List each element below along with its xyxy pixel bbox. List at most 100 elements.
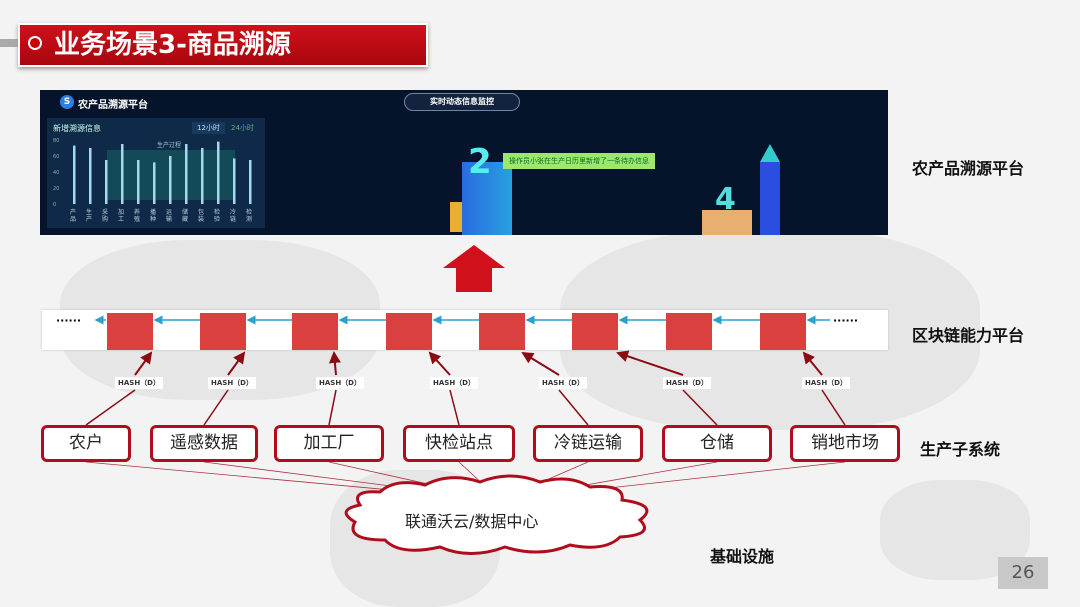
x-tick-label: 购 [102, 215, 108, 223]
x-tick-label: 殖 [134, 215, 140, 223]
building-number-4: 4 [715, 182, 736, 217]
x-tick-label: 储 [182, 208, 188, 216]
x-tick-label: 品 [70, 216, 76, 223]
hash-label: HASH（D） [115, 377, 163, 389]
x-tick-label: 产 [70, 208, 76, 216]
subsystem-link [558, 389, 589, 426]
x-tick-label: 采 [102, 208, 108, 216]
y-tick-label: 40 [53, 170, 59, 176]
hash-arrow [227, 351, 246, 376]
chain-block [479, 313, 525, 350]
bar [137, 160, 140, 204]
building-number-2: 2 [468, 142, 492, 182]
operator-figure [450, 202, 462, 232]
subsystem-link [203, 389, 229, 426]
notification-bubble: 操作员小张在生产日历里新增了一条待办信息 [503, 153, 655, 169]
blockchain-strip [42, 310, 888, 350]
subsystem-box: 冷链运输 [533, 425, 643, 462]
title-pin [0, 39, 34, 47]
hash-label: HASH（D） [208, 377, 256, 389]
tab-12h[interactable]: 12小时 [192, 122, 225, 134]
title-dot-icon [28, 36, 42, 50]
x-tick-label: 检 [246, 208, 252, 216]
layer-label-infra: 基础设施 [710, 547, 775, 566]
x-tick-label: 工 [118, 216, 124, 223]
hash-label: HASH（D） [430, 377, 478, 389]
hash-label: HASH（D） [316, 377, 364, 389]
x-tick-label: 包 [198, 208, 204, 216]
y-tick-label: 80 [53, 138, 59, 144]
subsystem-box: 遥感数据 [150, 425, 258, 462]
hash-arrow [521, 351, 560, 376]
building-4-base [702, 210, 752, 235]
tower [760, 162, 780, 235]
app-title: 农产品溯源平台 [78, 100, 148, 111]
x-tick-label: 运 [166, 208, 172, 216]
chain-block [200, 313, 246, 350]
subsystem-box: 销地市场 [790, 425, 900, 462]
y-tick-label: 0 [53, 202, 56, 208]
layer-label-production: 生产子系统 [920, 440, 1001, 459]
hash-arrow [328, 351, 341, 376]
x-tick-label: 藏 [182, 215, 188, 223]
hash-label: HASH（D） [539, 377, 587, 389]
chain-block [107, 313, 153, 350]
y-tick-label: 20 [53, 186, 59, 192]
slide-title: 业务场景3-商品溯源 [18, 23, 428, 67]
tab-realtime-monitor[interactable]: 实时动态信息监控 [404, 93, 520, 111]
chain-block [292, 313, 338, 350]
bar [121, 144, 124, 204]
page-number: 26 [998, 557, 1048, 589]
x-tick-label: 种 [150, 215, 156, 223]
bar [105, 160, 108, 204]
bar [233, 158, 236, 204]
subsystem-link [328, 389, 337, 426]
hash-arrow [616, 350, 684, 376]
x-tick-label: 验 [214, 215, 220, 223]
cloud-label: 联通沃云/数据中心 [405, 512, 539, 531]
x-tick-label: 检 [214, 208, 220, 216]
bar [249, 160, 252, 204]
hash-arrow [428, 351, 451, 376]
chain-block [386, 313, 432, 350]
layer-label-blockchain: 区块链能力平台 [912, 326, 1025, 345]
y-tick-label: 60 [53, 154, 59, 160]
hash-label: HASH（D） [663, 377, 711, 389]
bar [169, 156, 172, 204]
tab-24h[interactable]: 24小时 [231, 124, 254, 132]
chain-block [572, 313, 618, 350]
subsystem-box: 仓储 [662, 425, 772, 462]
subsystem-link [449, 389, 460, 426]
panel-title: 新增溯源信息 [53, 124, 101, 133]
subsystem-box: 快检站点 [403, 425, 515, 462]
x-tick-label: 加 [118, 208, 124, 216]
x-tick-label: 冷 [230, 208, 236, 216]
subsystem-box: 农户 [41, 425, 131, 462]
chain-ellipsis-right: ······ [833, 314, 859, 327]
subsystem-link [682, 389, 718, 426]
subsystem-box: 加工厂 [274, 425, 384, 462]
x-tick-label: 装 [198, 215, 204, 223]
chain-block [760, 313, 806, 350]
bar [73, 145, 76, 204]
building-2 [462, 162, 512, 235]
x-tick-label: 输 [166, 215, 172, 223]
chain-block [666, 313, 712, 350]
bar [217, 141, 220, 204]
subsystem-link [85, 389, 136, 426]
layer-label-platform: 农产品溯源平台 [912, 159, 1025, 178]
logo-icon: S [60, 95, 74, 109]
x-tick-label: 养 [134, 208, 140, 216]
x-tick-label: 播 [150, 208, 156, 216]
x-tick-label: 链 [230, 215, 236, 223]
hash-arrow [802, 351, 823, 376]
bar [201, 148, 204, 204]
bar [153, 162, 156, 204]
chain-ellipsis-left: ······ [56, 314, 82, 327]
chart-caption: 生产过程 [157, 142, 182, 149]
hash-label: HASH（D） [802, 377, 850, 389]
